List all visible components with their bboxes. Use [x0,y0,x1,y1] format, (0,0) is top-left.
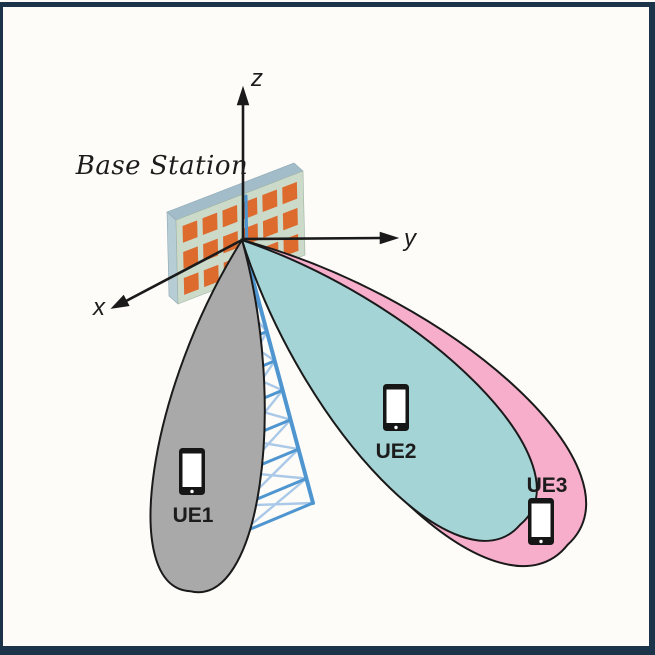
ue2-smartphone-icon [383,384,409,431]
base-station-label: Base Station [75,151,249,181]
z-axis-label: z [251,65,263,92]
y-axis [241,236,383,241]
ue3-label: UE3 [526,474,568,497]
y-axis-label: y [404,225,416,252]
frame-left [0,2,3,655]
frame-right [649,2,655,655]
coordinate-axes [110,85,400,309]
ue3-smartphone-icon [528,498,554,545]
beam-lobe-ue1 [149,237,266,594]
ue2-label: UE2 [375,440,417,463]
x-axis [124,238,244,303]
ue1-smartphone-icon [179,448,205,495]
x-axis-label: x [93,294,105,321]
antenna-panel-icon [166,162,306,305]
z-axis-arrow-icon [236,85,250,106]
ue1-label: UE1 [172,504,214,527]
frame-bottom [0,646,655,655]
x-axis-arrow-icon [110,294,130,309]
y-axis-arrow-icon [379,231,400,245]
frame-top [0,2,655,7]
